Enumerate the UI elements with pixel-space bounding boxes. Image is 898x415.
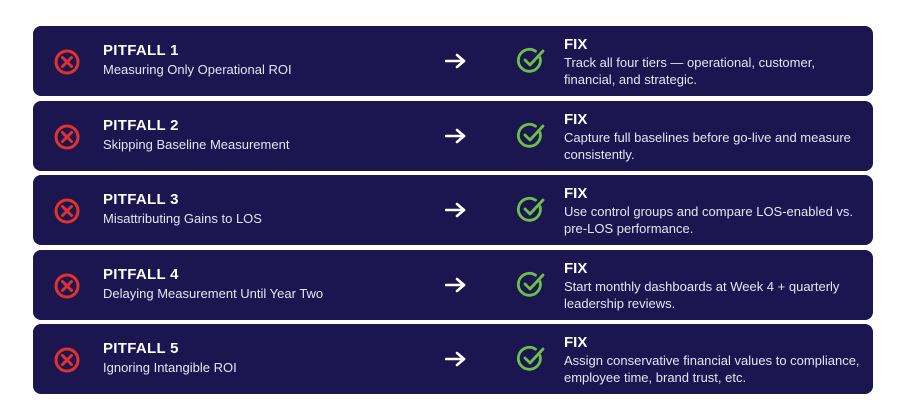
pitfall-row: PITFALL 3 Misattributing Gains to LOS FI… bbox=[33, 175, 873, 245]
fix-description: Capture full baselines before go-live an… bbox=[564, 130, 851, 162]
pitfall-title: PITFALL 5 bbox=[103, 340, 179, 357]
x-circle-icon bbox=[54, 347, 80, 373]
right-arrow-icon bbox=[445, 53, 466, 69]
fix-description: Start monthly dashboards at Week 4 + qua… bbox=[564, 279, 840, 311]
pitfall-description: Measuring Only Operational ROI bbox=[103, 62, 292, 77]
fix-title: FIX bbox=[564, 260, 588, 277]
check-circle-icon bbox=[516, 122, 545, 148]
right-arrow-icon bbox=[445, 128, 466, 144]
pitfall-description: Ignoring Intangible ROI bbox=[103, 360, 237, 375]
pitfall-row: PITFALL 5 Ignoring Intangible ROI FIX As… bbox=[33, 324, 873, 394]
right-arrow-icon bbox=[445, 351, 466, 367]
x-circle-icon bbox=[54, 49, 80, 75]
pitfall-title: PITFALL 3 bbox=[103, 191, 179, 208]
x-circle-icon bbox=[54, 198, 80, 224]
check-circle-icon bbox=[516, 196, 545, 222]
fix-description: Track all four tiers — operational, cust… bbox=[564, 55, 815, 87]
fix-title: FIX bbox=[564, 334, 588, 351]
pitfall-title: PITFALL 4 bbox=[103, 266, 179, 283]
pitfall-description: Skipping Baseline Measurement bbox=[103, 137, 290, 152]
check-circle-icon bbox=[516, 47, 545, 73]
pitfall-row: PITFALL 1 Measuring Only Operational ROI… bbox=[33, 26, 873, 96]
pitfall-description: Misattributing Gains to LOS bbox=[103, 211, 262, 226]
fix-title: FIX bbox=[564, 36, 588, 53]
fix-description: Use control groups and compare LOS-enabl… bbox=[564, 204, 854, 236]
right-arrow-icon bbox=[445, 277, 466, 293]
check-circle-icon bbox=[516, 345, 545, 371]
pitfall-title: PITFALL 2 bbox=[103, 117, 179, 134]
x-circle-icon bbox=[54, 124, 80, 150]
pitfall-description: Delaying Measurement Until Year Two bbox=[103, 286, 324, 301]
pitfall-title: PITFALL 1 bbox=[103, 42, 179, 59]
fix-title: FIX bbox=[564, 111, 588, 128]
check-circle-icon bbox=[516, 271, 545, 297]
fix-description: Assign conservative financial values to … bbox=[564, 353, 860, 385]
pitfall-row: PITFALL 4 Delaying Measurement Until Yea… bbox=[33, 250, 873, 320]
pitfall-row: PITFALL 2 Skipping Baseline Measurement … bbox=[33, 101, 873, 171]
right-arrow-icon bbox=[445, 202, 466, 218]
x-circle-icon bbox=[54, 273, 80, 299]
fix-title: FIX bbox=[564, 185, 588, 202]
